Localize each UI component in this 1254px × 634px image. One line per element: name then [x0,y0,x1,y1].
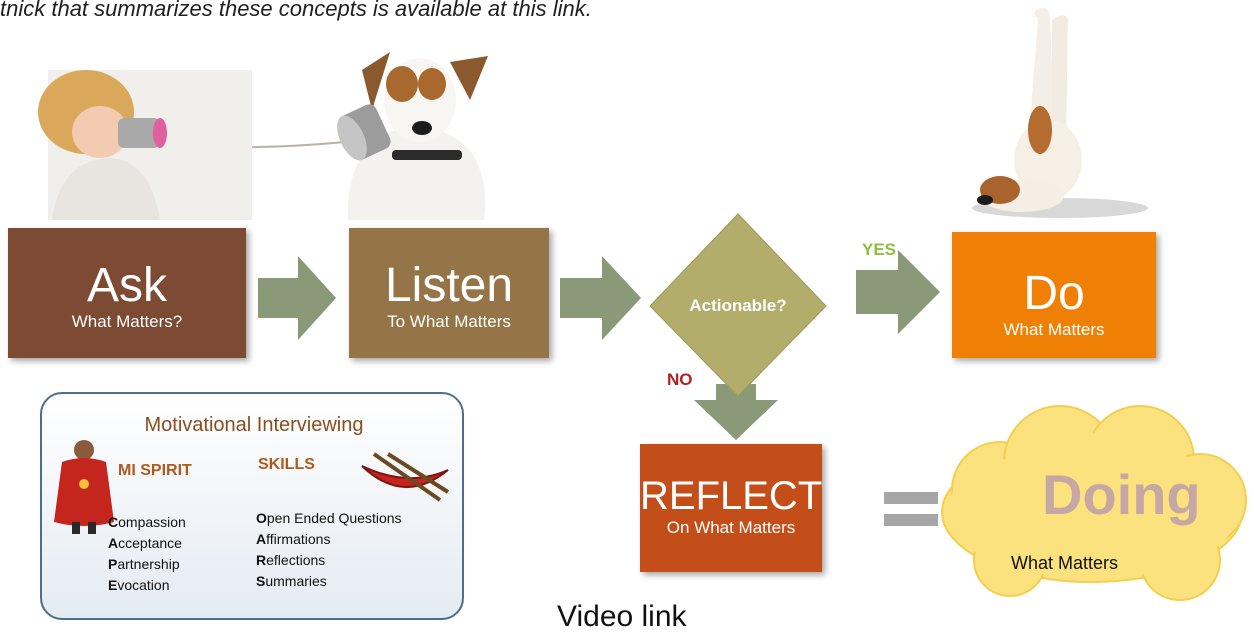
caped-child-icon [54,440,114,534]
dog-tin-can-phone-icon [337,52,488,220]
ask-subtitle: What Matters? [71,312,183,331]
do-subtitle: What Matters [1003,320,1105,339]
mi-spirit-list: Compassion Acceptance Partnership Evocat… [108,512,186,596]
mi-title: Motivational Interviewing [144,414,364,436]
list-item: Reflections [256,552,326,568]
list-item: Open Ended Questions [256,510,402,526]
listen-subtitle: To What Matters [387,312,511,331]
arrow-listen-to-decision [560,256,641,340]
arrow-decision-to-reflect [694,384,778,440]
ask-title: Ask [86,259,167,312]
skills-heading: SKILLS [258,456,315,473]
skills-list: Open Ended Questions Affirmations Reflec… [256,508,402,592]
list-item: Acceptance [108,535,182,551]
arrow-ask-to-listen [258,256,336,340]
do-box: Do What Matters [952,232,1156,358]
dog-yoga-icon [972,7,1148,218]
decision-label: Actionable? [689,296,787,315]
reflect-subtitle: On What Matters [666,518,796,537]
list-item: Partnership [108,556,180,572]
diagram-graphics [38,7,1247,601]
mi-panel: Motivational Interviewing MI SPIRIT SKIL… [40,392,464,620]
ask-box: Ask What Matters? [8,228,246,358]
mi-spirit-heading: MI SPIRIT [118,462,192,479]
doing-subtitle: What Matters [1011,553,1119,573]
decision-diamond [649,213,827,397]
arrow-decision-to-do [856,250,940,334]
reflect-box: REFLECT On What Matters [640,444,822,572]
reflect-title: REFLECT [640,474,823,518]
doing-title: Doing [1042,463,1201,526]
no-label: NO [667,370,693,389]
caption-text: tnick that summarizes these concepts is … [0,0,592,21]
listen-title: Listen [384,259,514,312]
video-link[interactable]: Video link [557,600,687,633]
equals-icon [884,492,938,526]
child-tin-can-phone-icon [38,70,252,220]
do-title: Do [1023,267,1085,320]
listen-box: Listen To What Matters [349,228,549,358]
list-item: Evocation [108,577,170,593]
list-item: Compassion [108,514,186,530]
canoe-paddles-icon [361,452,450,502]
list-item: Summaries [256,573,327,589]
list-item: Affirmations [256,531,331,547]
yes-label: YES [862,240,897,259]
